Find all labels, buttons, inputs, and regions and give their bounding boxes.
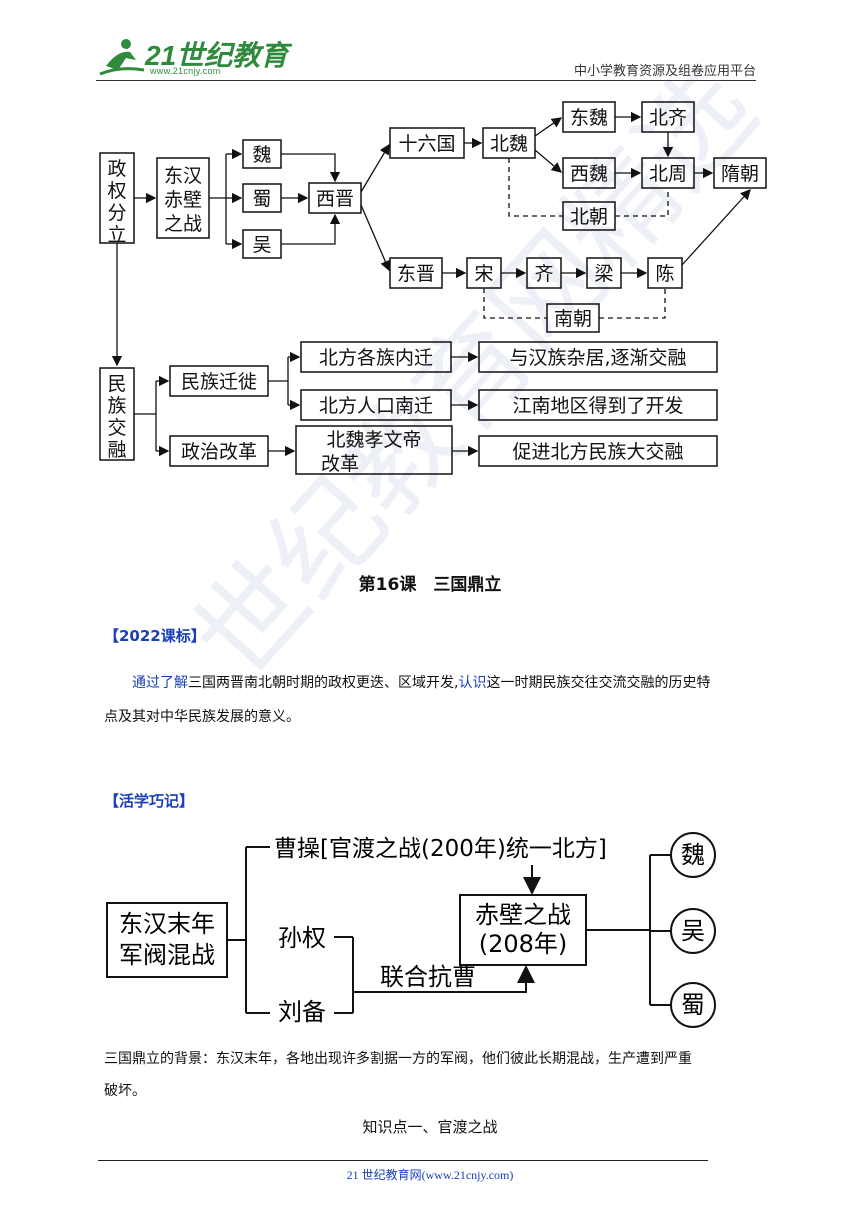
circle-wu: 吴 xyxy=(681,917,705,945)
node-zhengzhi-gaige: 政治改革 xyxy=(181,441,257,463)
caocao-text: 曹操[官渡之战(200年)统一北方] xyxy=(274,836,607,862)
zq-char-3: 分 xyxy=(107,202,126,224)
mz-char-3: 交 xyxy=(107,417,126,439)
footer-divider xyxy=(98,1160,708,1161)
liubei-text: 刘备 xyxy=(278,998,326,1026)
political-division-diagram: 政 权 分 立 民 族 交 融 东汉 赤壁 之战 魏 蜀 吴 西晋 十六国 北魏… xyxy=(99,101,767,475)
header-platform-text: 中小学教育资源及组卷应用平台 xyxy=(573,64,756,79)
header-divider xyxy=(96,80,756,81)
logo-runner-icon xyxy=(99,39,145,76)
donghan-line2: 赤壁 xyxy=(164,189,202,211)
circle-wei: 魏 xyxy=(681,841,705,869)
node-shiliuguo: 十六国 xyxy=(398,133,455,155)
footer-text: 21 世纪教育网(www.21cnjy.com) xyxy=(346,1168,514,1182)
curriculum-paragraph: 通过了解三国两晋南北朝时期的政权更迭、区域开发,认识这一时期民族交往交流交融的历… xyxy=(104,668,756,698)
lianhe-text: 联合抗曹 xyxy=(380,963,476,991)
curriculum-text-2: 这一时期民族交往交流交融的历史特 xyxy=(486,675,711,691)
node-qi: 齐 xyxy=(534,263,553,285)
knowledge-point-heading: 知识点一、官渡之战 xyxy=(362,1118,498,1136)
lesson-title: 第16课 三国鼎立 xyxy=(358,575,502,595)
mz-char-4: 融 xyxy=(107,439,126,461)
curriculum-paragraph-2: 点及其对中华民族发展的意义。 xyxy=(104,709,300,725)
logo-text: 21世纪教育 xyxy=(145,40,289,71)
node-beifang-neiqian: 北方各族内迁 xyxy=(319,347,433,369)
mz-char-2: 族 xyxy=(107,395,126,417)
three-kingdoms-diagram: 东汉末年 军阀混战 曹操[官渡之战(200年)统一北方] 孙权 刘备 联合抗曹 … xyxy=(106,832,716,1028)
zq-char-4: 立 xyxy=(107,224,126,246)
node-xijin: 西晋 xyxy=(316,188,354,210)
node-shu: 蜀 xyxy=(252,188,271,210)
chibi-line2: (208年) xyxy=(479,930,568,958)
node-beizhou: 北周 xyxy=(649,163,687,185)
background-paragraph: 三国鼎立的背景：东汉末年，各地出现许多割据一方的军阀，他们彼此长期混战，生产遭到… xyxy=(104,1051,692,1067)
node-wu: 吴 xyxy=(252,234,271,256)
donghan-line3: 之战 xyxy=(164,213,202,235)
node-suichao: 隋朝 xyxy=(721,163,759,185)
circle-shu: 蜀 xyxy=(681,991,705,1019)
donghan-mo-line1: 东汉末年 xyxy=(119,910,215,938)
node-beiwei: 北魏 xyxy=(490,133,528,155)
donghan-mo-line2: 军阀混战 xyxy=(119,941,215,969)
node-dongwei: 东魏 xyxy=(570,107,608,129)
node-zaju: 与汉族杂居,逐渐交融 xyxy=(509,347,686,369)
curriculum-text-1: 三国两晋南北朝时期的政权更迭、区域开发, xyxy=(188,675,459,691)
node-chen: 陈 xyxy=(655,263,674,285)
node-dongjin: 东晋 xyxy=(397,263,435,285)
node-liang: 梁 xyxy=(594,263,613,285)
zq-char-1: 政 xyxy=(107,158,126,180)
chibi-line1: 赤壁之战 xyxy=(475,901,571,929)
curriculum-keyword-2: 认识 xyxy=(458,675,487,691)
node-xiwei: 西魏 xyxy=(570,163,608,185)
node-nanchao: 南朝 xyxy=(554,308,592,330)
node-beifang-nanqian: 北方人口南迁 xyxy=(319,395,433,417)
node-beichao: 北朝 xyxy=(570,206,608,228)
node-xiaowendi-line2: 改革 xyxy=(321,453,359,475)
node-minzu-qianxi: 民族迁徙 xyxy=(181,371,257,393)
sunquan-text: 孙权 xyxy=(278,924,326,952)
node-xiaowendi-line1: 北魏孝文帝 xyxy=(326,429,421,451)
mz-char-1: 民 xyxy=(107,373,126,395)
node-jiangnan: 江南地区得到了开发 xyxy=(512,395,683,417)
node-beiqi: 北齐 xyxy=(649,107,687,129)
memory-heading: 【活学巧记】 xyxy=(104,792,195,810)
node-song: 宋 xyxy=(474,263,493,285)
node-cujin: 促进北方民族大交融 xyxy=(512,441,683,463)
node-wei: 魏 xyxy=(252,144,271,166)
logo-url: www.21cnjy.com xyxy=(150,66,221,76)
background-paragraph-2: 破坏。 xyxy=(104,1083,146,1099)
curriculum-heading: 【2022课标】 xyxy=(104,627,206,645)
zq-char-2: 权 xyxy=(107,180,126,202)
donghan-line1: 东汉 xyxy=(164,165,202,187)
curriculum-keyword-1: 通过了解 xyxy=(132,675,188,691)
